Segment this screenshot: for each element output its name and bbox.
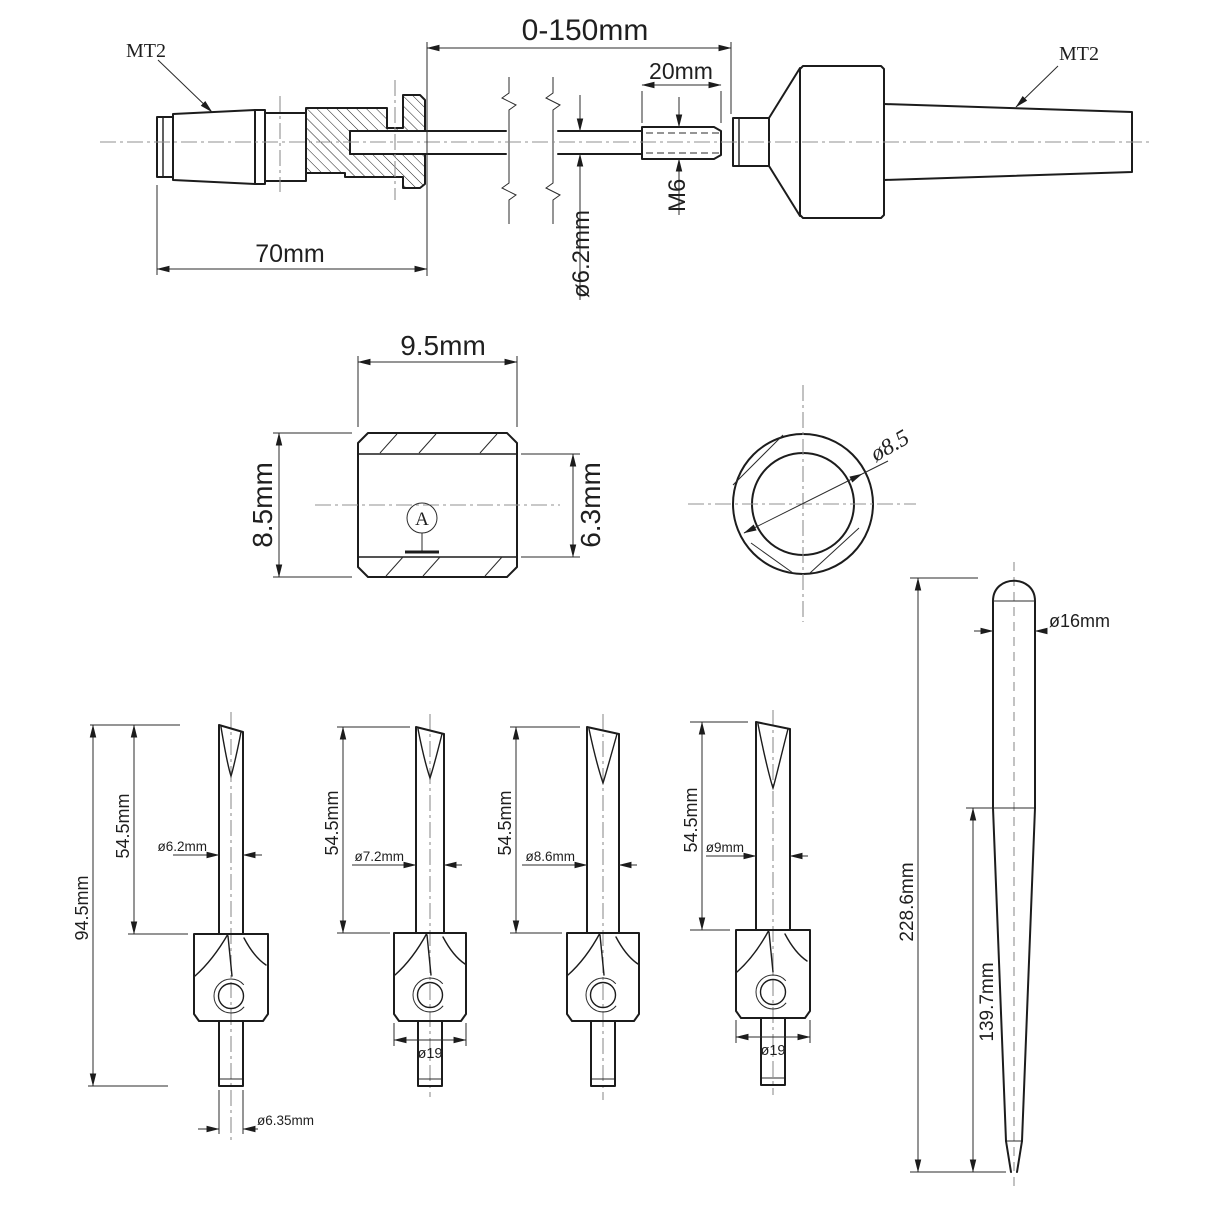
dim-cutter1-shank: ø6.35mm	[198, 1113, 314, 1133]
dim-cutter2-diameter-label: ø7.2mm	[354, 849, 404, 864]
bushing-chamfer-ticks	[379, 433, 503, 577]
dim-cutter3-flute: 54.5mm	[495, 726, 520, 934]
dim-cutter4-flute-label: 54.5mm	[681, 787, 701, 852]
dim-cutter3-diameter-label: ø8.6mm	[525, 849, 575, 864]
cutter-2-view: 54.5mm ø7.2mm ø19	[322, 714, 467, 1097]
dim-cutter2-flute-label: 54.5mm	[322, 790, 342, 855]
dim-thread-label: M6	[664, 179, 691, 212]
dim-cutter2-head-label: ø19	[418, 1046, 443, 1062]
dim-cutter3-diameter: ø8.6mm	[522, 849, 637, 869]
datum-a-label: A	[415, 509, 429, 530]
dim-cutter1-overall-label: 94.5mm	[72, 875, 92, 940]
dim-bushing-width-label: 9.5mm	[400, 330, 486, 361]
dim-bushing-height: 8.5mm	[247, 432, 352, 578]
callout-mt2-right: MT2	[1015, 43, 1099, 108]
bushing-ring-chords	[732, 434, 860, 574]
mandrel-mt2-shank	[156, 109, 307, 185]
mandrel-assembly-view: 0-150mm 20mm 70mm ø6.2mm M6 MT2	[100, 14, 1150, 300]
bushing-section-view: A 9.5mm 8.5mm 6.3mm	[247, 330, 606, 578]
dim-pin-taper-label: 139.7mm	[977, 962, 998, 1041]
break-symbol	[545, 77, 561, 224]
mandrel-rod	[349, 77, 643, 224]
center-pin-view: ø16mm 228.6mm 139.7mm	[897, 562, 1110, 1192]
callout-mt2-left: MT2	[126, 40, 213, 113]
dim-cutter4-diameter: ø9mm	[706, 840, 808, 860]
cutter-4-view: 54.5mm ø9mm ø19	[681, 710, 811, 1095]
dim-thread-length: 20mm	[641, 58, 722, 123]
dim-rod-diameter-label: ø6.2mm	[568, 210, 595, 298]
dim-cutter1-flute: 54.5mm	[113, 724, 138, 935]
cutter-3-view: 54.5mm ø8.6mm	[495, 714, 640, 1100]
dim-cutter1-diameter: ø6.2mm	[157, 839, 262, 859]
dim-cutter2-head: ø19	[393, 1036, 467, 1062]
dim-bushing-bore-label: 6.3mm	[575, 462, 606, 548]
bushing-end-view: ø8.5	[688, 385, 916, 622]
dim-cutter1-overall: 94.5mm	[72, 724, 97, 1087]
dim-bushing-od: ø8.5	[743, 425, 913, 534]
dim-adjustable-range: 0-150mm	[426, 14, 732, 276]
dim-head-length: 70mm	[156, 185, 428, 275]
datum-a: A	[405, 502, 439, 554]
dim-range-label: 0-150mm	[522, 14, 649, 47]
dim-cutter2-flute: 54.5mm	[322, 726, 347, 934]
break-symbol	[501, 77, 517, 224]
dim-cutter1-shank-label: ø6.35mm	[257, 1113, 314, 1128]
dim-pin-taper: 139.7mm	[969, 807, 998, 1173]
dim-head-length-label: 70mm	[255, 240, 324, 268]
dim-shaft-diameter: ø6.2mm	[568, 95, 595, 300]
dim-bushing-bore: 6.3mm	[521, 453, 606, 558]
dim-bushing-od-label: ø8.5	[865, 425, 913, 467]
dim-cutter1-diameter-label: ø6.2mm	[157, 839, 207, 854]
dim-cutter3-flute-label: 54.5mm	[495, 790, 515, 855]
label-mt2-left: MT2	[126, 40, 166, 62]
dim-pin-diameter-label: ø16mm	[1049, 611, 1110, 631]
dim-bushing-height-label: 8.5mm	[247, 462, 278, 548]
dim-cutter1-flute-label: 54.5mm	[113, 793, 133, 858]
dim-cutter4-head: ø19	[735, 1033, 811, 1059]
label-mt2-right: MT2	[1059, 43, 1099, 65]
mandrel-threaded-end	[641, 126, 722, 160]
dim-pin-length-label: 228.6mm	[897, 862, 918, 941]
dim-thread-length-label: 20mm	[649, 58, 713, 84]
dim-thread-size: M6	[664, 97, 691, 215]
dim-cutter4-diameter-label: ø9mm	[706, 840, 744, 855]
dim-cutter4-head-label: ø19	[761, 1043, 786, 1059]
dim-bushing-width: 9.5mm	[357, 330, 518, 427]
dim-pin-diameter: ø16mm	[974, 611, 1110, 635]
dim-cutter4-flute: 54.5mm	[681, 721, 706, 931]
dim-pin-overall: 228.6mm	[897, 577, 922, 1173]
cutter-1-view: 94.5mm 54.5mm ø6.2mm ø6.35mm	[72, 712, 314, 1143]
dim-cutter2-diameter: ø7.2mm	[352, 849, 462, 869]
bushing-outline	[357, 432, 518, 578]
